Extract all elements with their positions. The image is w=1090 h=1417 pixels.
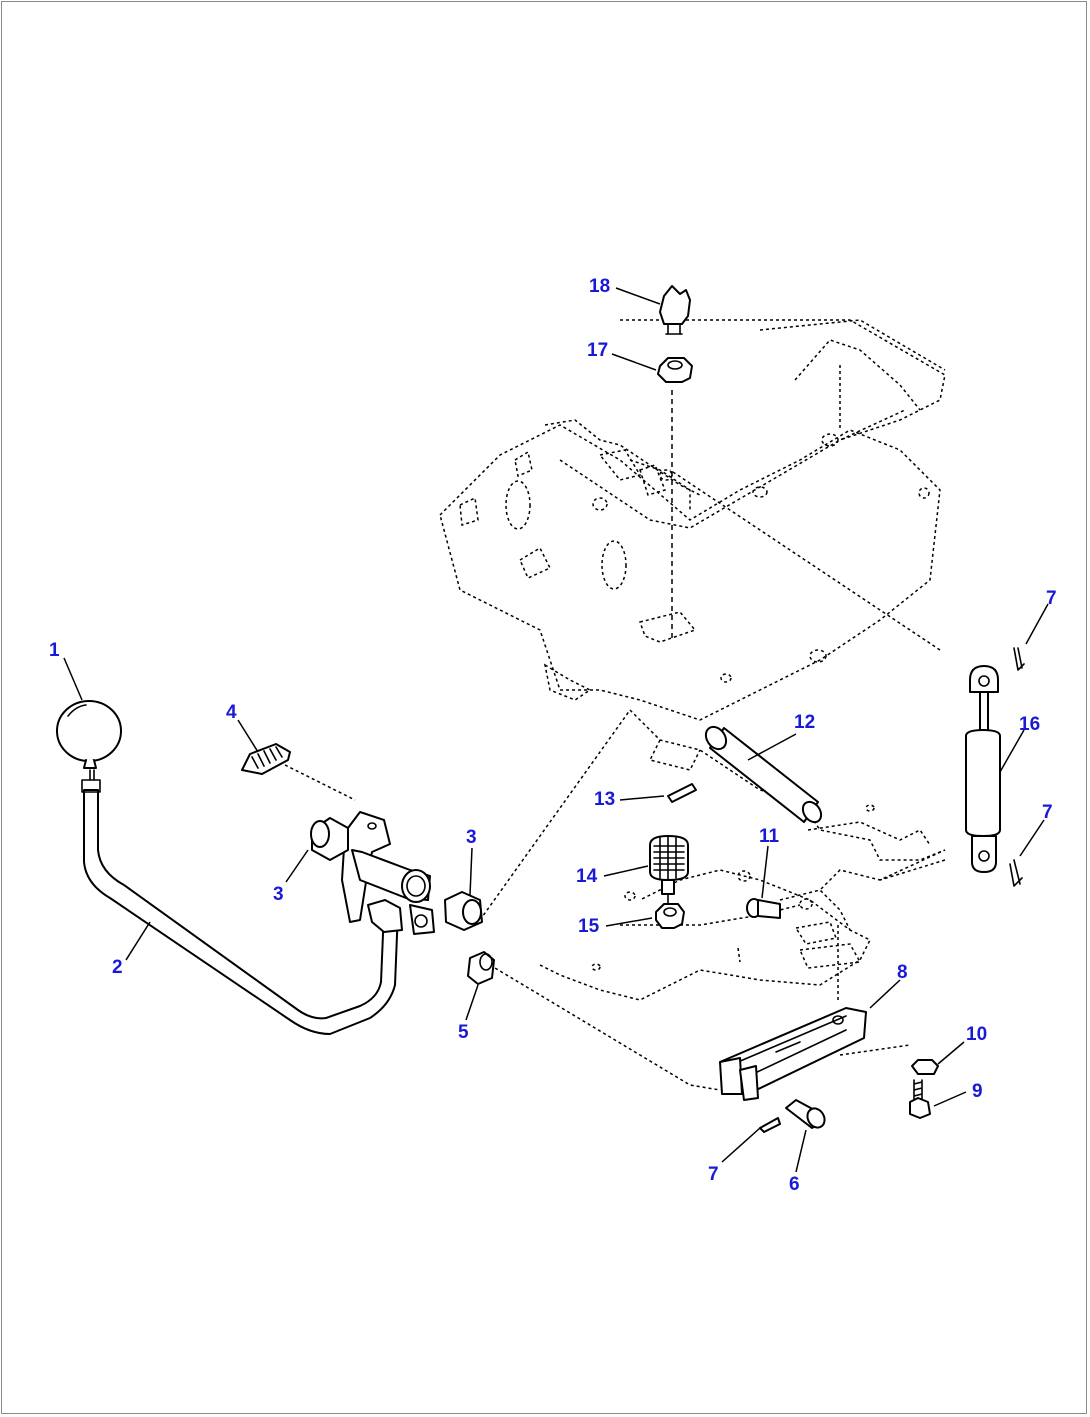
pin-part-12 xyxy=(704,725,823,824)
callout-18: 18 xyxy=(589,276,610,297)
knob-part-1 xyxy=(56,700,122,769)
spring-part-4 xyxy=(241,743,291,775)
callout-11: 11 xyxy=(759,826,780,847)
bolt-part-11 xyxy=(746,898,781,919)
callout-16: 16 xyxy=(1019,714,1040,735)
callout-6: 6 xyxy=(789,1174,800,1195)
callout-7-right: 7 xyxy=(1042,802,1053,823)
callout-1: 1 xyxy=(49,640,60,661)
callout-15: 15 xyxy=(578,916,600,937)
callout-8: 8 xyxy=(897,962,908,983)
knob-part-18 xyxy=(659,285,691,335)
console-frame xyxy=(439,319,946,1001)
callout-14: 14 xyxy=(576,866,598,887)
bolt-part-9 xyxy=(909,1079,931,1119)
leader-lines xyxy=(63,287,1049,1173)
callout-3-right: 3 xyxy=(466,827,477,848)
callout-9: 9 xyxy=(972,1081,983,1102)
nut-part-10 xyxy=(911,1059,939,1075)
knob-part-14 xyxy=(649,835,689,907)
callout-7-top: 7 xyxy=(1046,588,1057,609)
assembly-lines xyxy=(284,390,946,1091)
callout-labels: 1 2 3 3 4 5 6 7 7 7 8 9 10 11 12 13 14 1… xyxy=(49,276,1057,1195)
bushing-part-3-left xyxy=(310,817,349,861)
link-part-8 xyxy=(719,1007,867,1101)
callout-2: 2 xyxy=(112,957,123,978)
nut-part-15 xyxy=(655,903,685,929)
callout-5: 5 xyxy=(458,1022,469,1043)
nut-part-17 xyxy=(657,357,693,383)
lever-bracket xyxy=(341,811,435,935)
callout-7-bottom: 7 xyxy=(708,1164,719,1185)
bushing-part-5 xyxy=(467,951,495,985)
cotter-pin-part-7-right xyxy=(1009,859,1023,887)
callout-12: 12 xyxy=(794,712,815,733)
pin-part-6 xyxy=(785,1099,826,1129)
callout-17: 17 xyxy=(587,340,608,361)
callout-13: 13 xyxy=(594,789,615,810)
callout-4: 4 xyxy=(226,702,237,723)
callout-3-left: 3 xyxy=(273,884,284,905)
gas-spring-part-16 xyxy=(965,665,1001,873)
cotter-pin-part-7-top xyxy=(1013,647,1025,671)
pin-part-13 xyxy=(667,783,697,803)
bushing-part-3-right xyxy=(444,891,483,931)
callout-10: 10 xyxy=(966,1024,987,1045)
cotter-pin-part-7-bottom xyxy=(759,1117,781,1133)
